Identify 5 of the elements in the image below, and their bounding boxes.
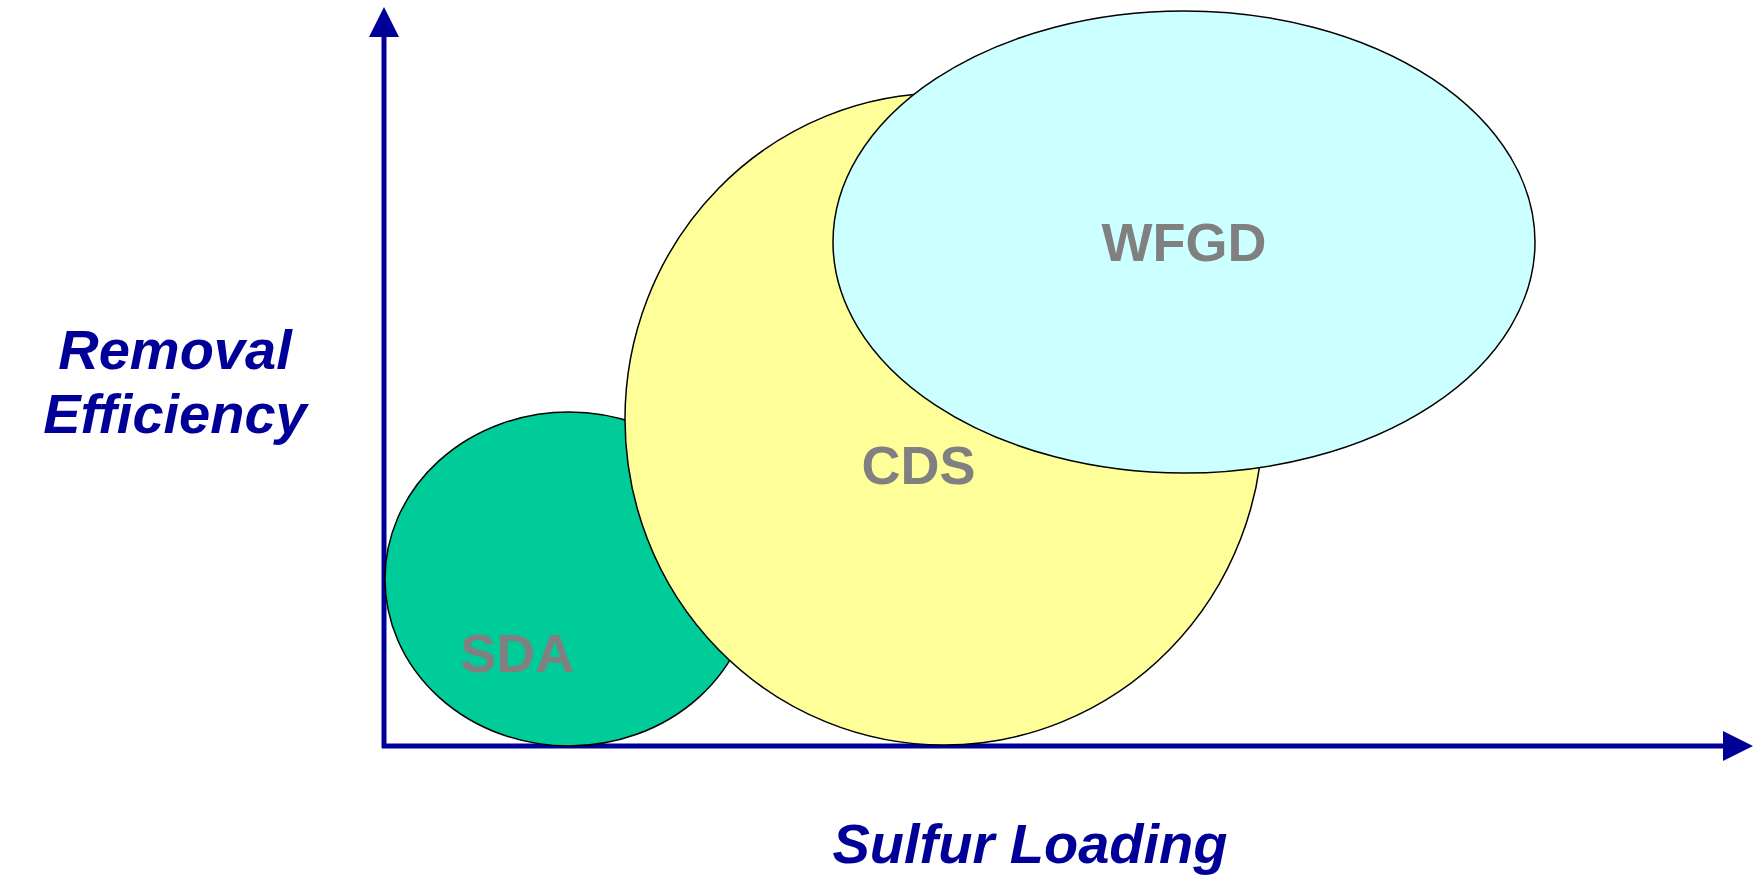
- x-axis-title: Sulfur Loading: [831, 812, 1229, 877]
- y-axis-title: Removal Efficiency: [42, 318, 310, 447]
- bubble-label: WFGD: [1101, 215, 1267, 269]
- bubble-label: CDS: [861, 437, 976, 492]
- bubble-label: SDA: [460, 625, 575, 680]
